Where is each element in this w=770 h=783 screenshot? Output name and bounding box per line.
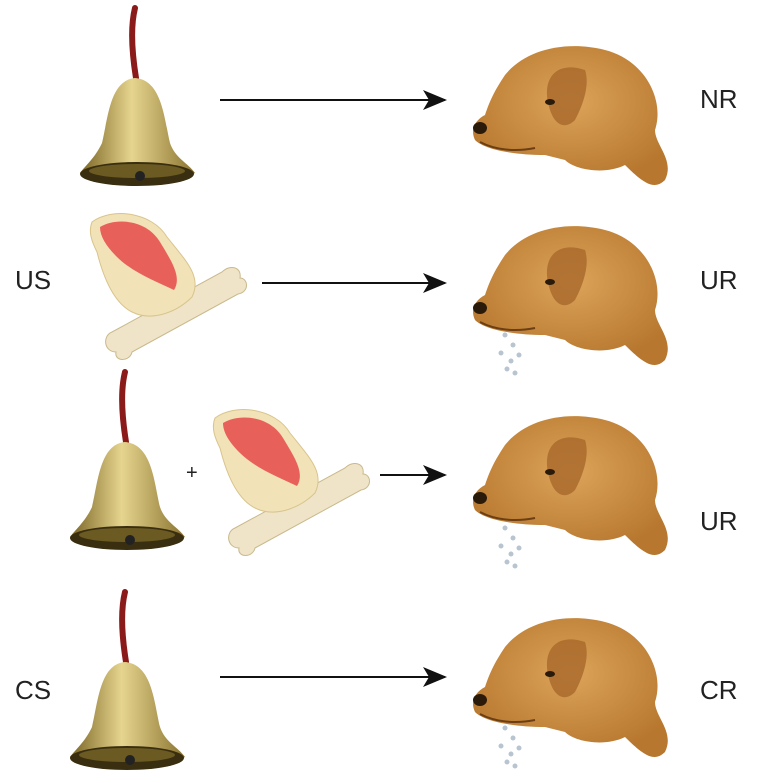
response-label-nr: NR	[700, 84, 738, 114]
bell-icon	[80, 8, 195, 186]
meat-bone-icon	[89, 213, 248, 360]
stimulus-label-cs: CS	[15, 675, 52, 705]
dog-head-icon	[472, 45, 669, 186]
dog-head-icon	[472, 225, 669, 366]
drool-icon	[498, 332, 522, 376]
meat-bone-icon	[212, 409, 370, 556]
dog-head-icon	[472, 617, 669, 758]
drool-icon	[498, 525, 522, 569]
response-label-ur: UR	[700, 265, 738, 295]
response-label-ur: UR	[700, 506, 738, 536]
dog-head-icon	[472, 415, 669, 556]
stimulus-label-us: US	[15, 265, 52, 295]
bell-icon	[70, 372, 185, 550]
bell-icon	[70, 592, 185, 770]
drool-icon	[498, 725, 522, 769]
plus-sign: +	[186, 462, 198, 484]
response-label-cr: CR	[700, 675, 738, 705]
